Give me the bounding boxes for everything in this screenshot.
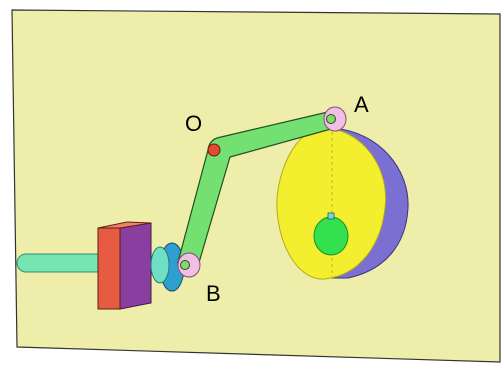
label-o: O <box>185 111 202 136</box>
coupler-hub <box>150 246 170 284</box>
roller-a-pin <box>326 114 336 124</box>
shaft <box>16 253 108 273</box>
label-a: A <box>354 92 369 117</box>
slider-block-front <box>97 227 121 310</box>
label-b: B <box>206 281 221 306</box>
slider-block-side <box>119 222 152 310</box>
roller-b-pin <box>180 260 190 270</box>
cam-front-face <box>276 127 387 280</box>
pivot-pin <box>207 143 221 157</box>
cam-key <box>327 212 335 220</box>
slider-block-top <box>97 221 152 229</box>
background-panel <box>11 9 501 363</box>
cam-hub <box>313 216 349 256</box>
